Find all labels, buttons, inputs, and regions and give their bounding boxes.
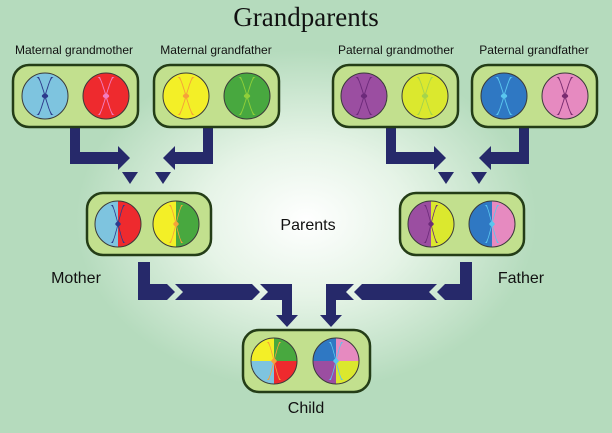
mother-cell-2 — [152, 200, 200, 248]
maternal-grandfather-cell-1 — [162, 72, 210, 120]
arrow-maternal-grandfather-to-mother — [155, 128, 213, 184]
maternal-grandmother-cell-1 — [21, 72, 69, 120]
arrow-father-to-child — [320, 262, 472, 327]
label-father: Father — [498, 270, 545, 287]
diagram-title: Grandparents — [233, 2, 378, 32]
label-mother: Mother — [51, 270, 101, 287]
label-maternal-grandfather: Maternal grandfather — [160, 43, 271, 57]
father-cell-1 — [407, 200, 455, 248]
label-paternal-grandfather: Paternal grandfather — [479, 43, 588, 57]
label-maternal-grandmother: Maternal grandmother — [15, 43, 133, 57]
father-cell-2 — [468, 200, 516, 248]
label-paternal-grandmother: Paternal grandmother — [338, 43, 454, 57]
paternal-grandmother-cell-2 — [401, 72, 449, 120]
paternal-grandmother-cell-1 — [340, 72, 388, 120]
label-parents: Parents — [280, 217, 335, 234]
mother-cell-1 — [94, 200, 142, 248]
maternal-grandmother-cell-2 — [82, 72, 130, 120]
label-child: Child — [288, 400, 324, 417]
child-cell-1 — [250, 337, 298, 385]
arrow-paternal-grandmother-to-father — [386, 128, 454, 184]
maternal-grandfather-cell-2 — [223, 72, 271, 120]
paternal-grandfather-cell-2 — [541, 72, 589, 120]
arrow-paternal-grandfather-to-father — [471, 128, 529, 184]
arrow-mother-to-child — [138, 262, 298, 327]
arrow-maternal-grandmother-to-mother — [70, 128, 138, 184]
paternal-grandfather-cell-1 — [480, 72, 528, 120]
child-cell-2 — [312, 337, 360, 385]
